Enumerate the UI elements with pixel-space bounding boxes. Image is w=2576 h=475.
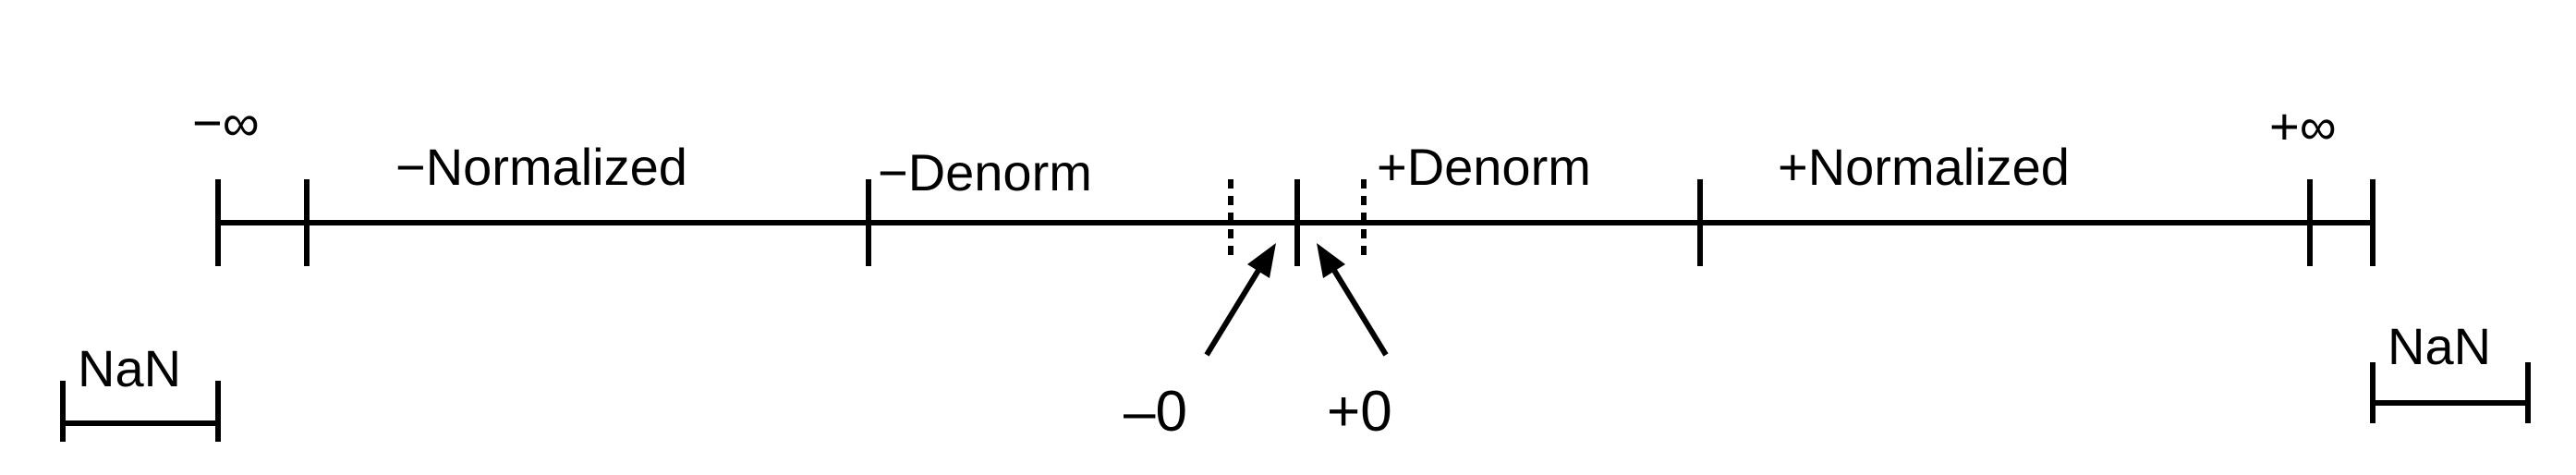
label-pos-infinity: +∞ <box>2269 97 2337 155</box>
neg-zero-arrow-shaft <box>1204 262 1265 357</box>
label-pos-normalized: +Normalized <box>1778 138 2070 196</box>
label-neg-normalized: −Normalized <box>395 138 687 196</box>
label-pos-zero: +0 <box>1327 380 1392 444</box>
label-nan-right: NaN <box>2388 317 2491 375</box>
pos-zero-arrow-head <box>1317 243 1345 278</box>
pos-zero-arrow-shaft <box>1328 262 1389 357</box>
label-neg-denorm: −Denorm <box>878 143 1092 201</box>
label-nan-left: NaN <box>78 339 181 397</box>
label-neg-zero: –0 <box>1124 380 1187 444</box>
label-neg-infinity: −∞ <box>192 93 260 152</box>
label-pos-denorm: +Denorm <box>1377 138 1591 196</box>
neg-zero-arrow-head <box>1247 243 1276 278</box>
